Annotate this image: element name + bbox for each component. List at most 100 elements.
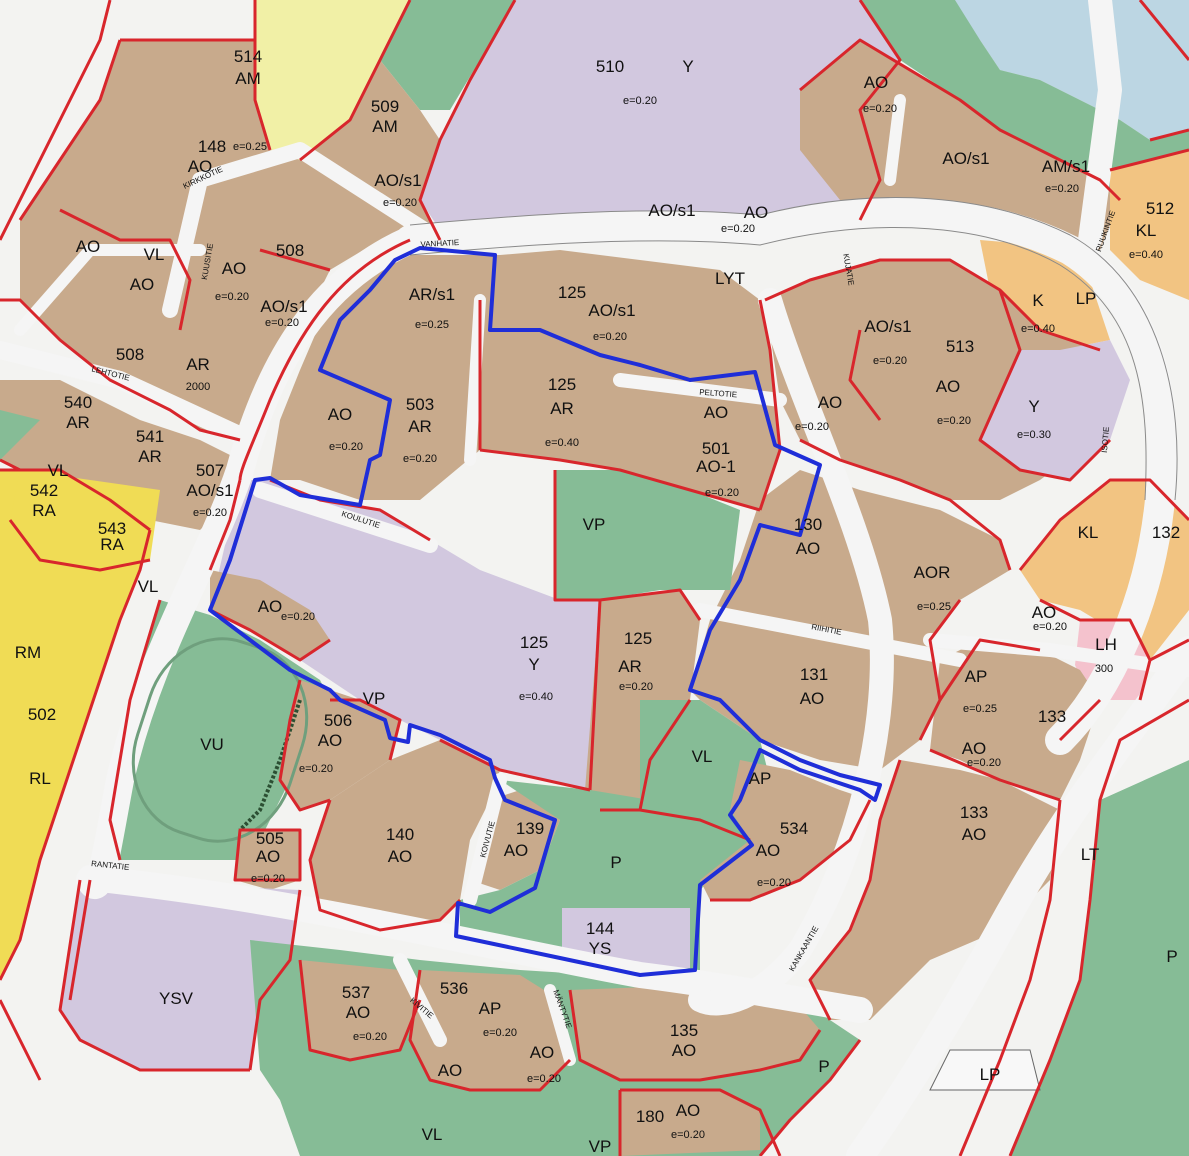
efficiency-ratio: e=0.20 xyxy=(795,421,829,433)
efficiency-ratio: e=0.20 xyxy=(383,197,417,209)
zone-537 xyxy=(300,960,420,1060)
zone-label-a139b: AO xyxy=(504,841,529,860)
efficiency-ratio: e=0.40 xyxy=(1129,249,1163,261)
zone-label-p-s: P xyxy=(818,1057,829,1076)
zone-label-ao-mid: AO xyxy=(704,403,729,422)
zone-label-ao-e2: AO xyxy=(818,393,843,412)
zone-label-a506: 506 xyxy=(324,711,352,730)
running-track xyxy=(131,637,309,843)
efficiency-ratio: e=0.25 xyxy=(963,703,997,715)
zone-label-rm: RM xyxy=(15,643,41,662)
zone-label-a541: 541 xyxy=(136,427,164,446)
zone-label-ap-r: AP xyxy=(965,667,988,686)
zone-label-a140b: AO xyxy=(388,847,413,866)
zone-label-ao-r2: AO xyxy=(962,739,987,758)
zone-ao-school-w xyxy=(210,570,330,660)
efficiency-ratio: e=0.25 xyxy=(917,601,951,613)
efficiency-ratio: e=0.20 xyxy=(329,441,363,453)
zone-536 xyxy=(410,970,570,1090)
sports-track xyxy=(131,637,309,843)
zone-label-vl-w: VL xyxy=(144,245,165,264)
zone-label-lh: LH xyxy=(1095,635,1117,654)
zone-p-east xyxy=(1010,760,1189,1156)
efficiency-ratio: e=0.20 xyxy=(671,1129,705,1141)
zone-540 xyxy=(0,380,240,530)
zone-label-a509: 509 xyxy=(371,97,399,116)
street-label-peltotie: PELTOTIE xyxy=(699,388,737,400)
efficiency-ratio: e=0.20 xyxy=(623,95,657,107)
zone-label-ao-534: AO xyxy=(756,841,781,860)
zone-label-lp-n: LP xyxy=(1076,289,1097,308)
zone-label-a513: 513 xyxy=(946,337,974,356)
zone-label-ao-c: AO xyxy=(744,203,769,222)
zone-135 xyxy=(570,985,820,1080)
efficiency-ratio: e=0.20 xyxy=(265,317,299,329)
zone-label-vp-mid: VP xyxy=(363,689,386,708)
zone-label-vl-mid: VL xyxy=(138,577,159,596)
efficiency-ratio: e=0.20 xyxy=(757,877,791,889)
zone-label-a543: 543 xyxy=(98,519,126,538)
zone-label-a512: 512 xyxy=(1146,199,1174,218)
zone-label-kl2: KL xyxy=(1078,523,1099,542)
zone-label-a534: 534 xyxy=(780,819,808,838)
zone-nw-residential xyxy=(20,40,440,440)
green-nw xyxy=(380,0,520,110)
efficiency-ratio: e=0.20 xyxy=(281,611,315,623)
zone-label-aos1-a: AO/s1 xyxy=(374,171,421,190)
riihitie-road xyxy=(693,603,967,667)
zone-label-a537: 537 xyxy=(342,983,370,1002)
zone-label-a125ar2: 125 xyxy=(624,629,652,648)
zone-label-a125n-b: AO/s1 xyxy=(588,301,635,320)
study-area-outline xyxy=(208,246,882,977)
zone-label-a510: 510 xyxy=(596,57,624,76)
zone-505 xyxy=(235,830,300,890)
zone-label-ao-low: AO xyxy=(258,597,283,616)
zone-label-a131b: AO xyxy=(800,689,825,708)
zone-label-a132: 132 xyxy=(1152,523,1180,542)
efficiency-ratio: e=0.20 xyxy=(215,291,249,303)
efficiency-ratio: e=0.20 xyxy=(193,507,227,519)
efficiency-ratio: e=0.20 xyxy=(937,415,971,427)
zone-label-a510b: Y xyxy=(682,57,693,76)
zone-label-vl-c: VL xyxy=(692,747,713,766)
zone-label-a509b: AM xyxy=(372,117,398,136)
zone-label-a507: 507 xyxy=(196,461,224,480)
zone-label-ao-w1: AO xyxy=(76,237,101,256)
peltotie-road xyxy=(613,373,787,407)
street-label-vanhatie: VANHATIE xyxy=(420,238,459,249)
zone-label-a180: 180 xyxy=(636,1107,664,1126)
street-label-rantatie: RANTATIE xyxy=(91,859,130,872)
zone-133-se xyxy=(810,760,1060,1020)
zone-label-p-c: P xyxy=(610,853,621,872)
zone-label-a505b: AO xyxy=(256,847,281,866)
efficiency-ratio: e=0.40 xyxy=(1021,323,1055,335)
zone-label-ap-c: AP xyxy=(749,769,772,788)
zone-label-a135b: AO xyxy=(672,1041,697,1060)
zone-label-am-s1: AM/s1 xyxy=(1042,157,1090,176)
zone-label-vp-top: VP xyxy=(583,515,606,534)
zone-y-east xyxy=(980,340,1130,480)
efficiency-ratio: e=0.20 xyxy=(353,1031,387,1043)
zone-label-a505: 505 xyxy=(256,829,284,848)
inner-ns-road xyxy=(464,294,486,466)
zone-label-ar-w-v: 2000 xyxy=(186,381,210,393)
zone-label-ar-s1: AR/s1 xyxy=(409,285,455,304)
zone-label-a140: 140 xyxy=(386,825,414,844)
zone-label-a501: 501 xyxy=(702,439,730,458)
zone-label-a130: 130 xyxy=(794,515,822,534)
water-area xyxy=(955,0,1189,140)
north-spur xyxy=(1078,0,1122,252)
zone-label-a125ar-b: AR xyxy=(550,399,574,418)
zone-125-y xyxy=(210,480,610,790)
zone-label-a508w: 508 xyxy=(116,345,144,364)
zone-510-y xyxy=(420,0,900,235)
zone-label-lyt: LYT xyxy=(715,269,745,288)
zone-label-p-right: P xyxy=(1166,947,1177,966)
zone-label-ra-542: RA xyxy=(32,501,56,520)
zone-label-a133b: 133 xyxy=(960,803,988,822)
zone-label-ys: YS xyxy=(589,939,612,958)
zone-label-ar-w: AR xyxy=(186,355,210,374)
zone-label-aor: AOR xyxy=(914,563,951,582)
efficiency-ratio: e=0.25 xyxy=(415,319,449,331)
